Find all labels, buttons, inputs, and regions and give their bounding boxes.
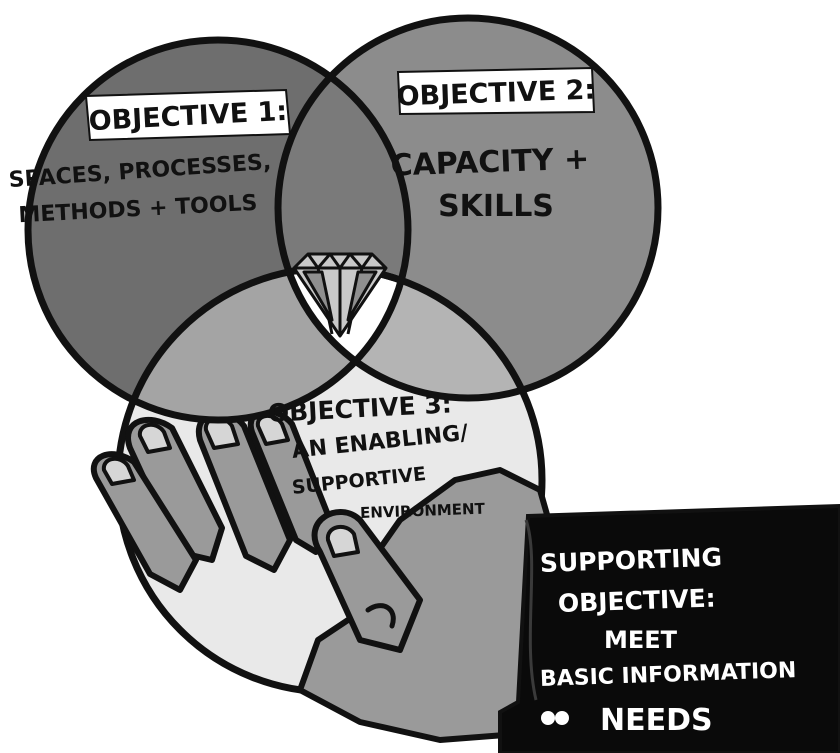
cufflink-icon (541, 711, 569, 725)
sleeve-shape (498, 503, 840, 753)
supporting-objective-sleeve: SUPPORTING OBJECTIVE: MEET BASIC INFORMA… (498, 503, 840, 753)
overlap-1-3 (118, 268, 408, 420)
objective-2-title-box (396, 66, 596, 116)
supporting-line-2: OBJECTIVE: (557, 584, 716, 618)
supporting-line-5: NEEDS (600, 703, 713, 738)
supporting-line-1: SUPPORTING (539, 543, 722, 578)
objective-2-title: OBJECTIVE 2: (396, 75, 596, 113)
objective-2-line-2: SKILLS (438, 189, 554, 224)
objective-3-line-3: ENVIRONMENT (360, 500, 486, 522)
objective-2-label: OBJECTIVE 2: CAPACITY + SKILLS (390, 66, 596, 224)
hand-icon (90, 408, 563, 743)
sleeve-cuff (524, 519, 538, 701)
circle-1-outline (24, 36, 412, 424)
objective-1-title-box (84, 88, 292, 142)
supporting-line-3: MEET (604, 626, 678, 654)
circle-2-outline (274, 14, 662, 402)
diamond-icon (292, 252, 388, 338)
overlap-2-3 (278, 268, 542, 398)
objective-2-line-1: CAPACITY + (390, 142, 590, 184)
